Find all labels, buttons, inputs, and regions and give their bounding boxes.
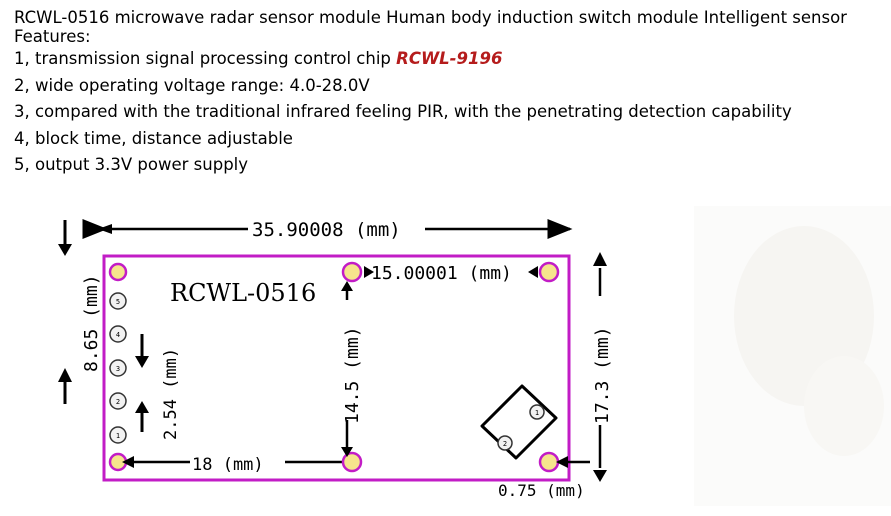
product-title: RCWL-0516 microwave radar sensor module …: [14, 8, 847, 27]
hole-spacing-label: 15.00001 (mm): [371, 263, 512, 284]
feature-item-1: 1, transmission signal processing contro…: [14, 49, 503, 68]
chip-name: RCWL-9196: [396, 49, 503, 68]
feature-text: RCWL-0516 microwave radar sensor module …: [14, 8, 847, 179]
hole-vertical-label: 14.5 (mm): [342, 326, 363, 424]
pin-pitch-label: 2.54 (mm): [161, 348, 181, 440]
crystal-component: 1 2: [480, 384, 558, 460]
svg-text:3: 3: [116, 365, 120, 373]
svg-text:5: 5: [116, 298, 120, 306]
features-heading: Features:: [14, 27, 91, 46]
svg-text:2: 2: [503, 440, 507, 448]
feature-item-2: 2, wide operating voltage range: 4.0-28.…: [14, 75, 370, 95]
width-dimension-label: 35.90008 (mm): [252, 219, 401, 241]
hole-offset-label: 18 (mm): [192, 455, 264, 475]
svg-text:1: 1: [116, 432, 120, 440]
board-outline: [102, 254, 571, 482]
mounting-hole-bottom-center: [341, 451, 363, 473]
mounting-hole-top-center: [341, 261, 363, 283]
pin-header: 5 4 3 2 1: [109, 292, 127, 444]
feature-item-3: 3, compared with the traditional infrare…: [14, 102, 792, 121]
left-height-label: 8.65 (mm): [81, 274, 102, 372]
right-height-label: 17.3 (mm): [592, 326, 613, 424]
mounting-hole-top-left: [108, 262, 128, 282]
edge-offset-label: 0.75 (mm): [498, 481, 585, 500]
feature-item-4: 4, block time, distance adjustable: [14, 128, 293, 148]
board-label: RCWL-0516: [170, 279, 316, 307]
svg-text:1: 1: [535, 409, 539, 417]
svg-text:2: 2: [116, 398, 120, 406]
feature-item-5: 5, output 3.3V power supply: [14, 155, 249, 174]
faded-photo-background: [694, 206, 891, 506]
mounting-hole-top-right: [538, 261, 560, 283]
mounting-hole-bottom-right: [538, 451, 560, 473]
svg-text:4: 4: [116, 331, 120, 339]
